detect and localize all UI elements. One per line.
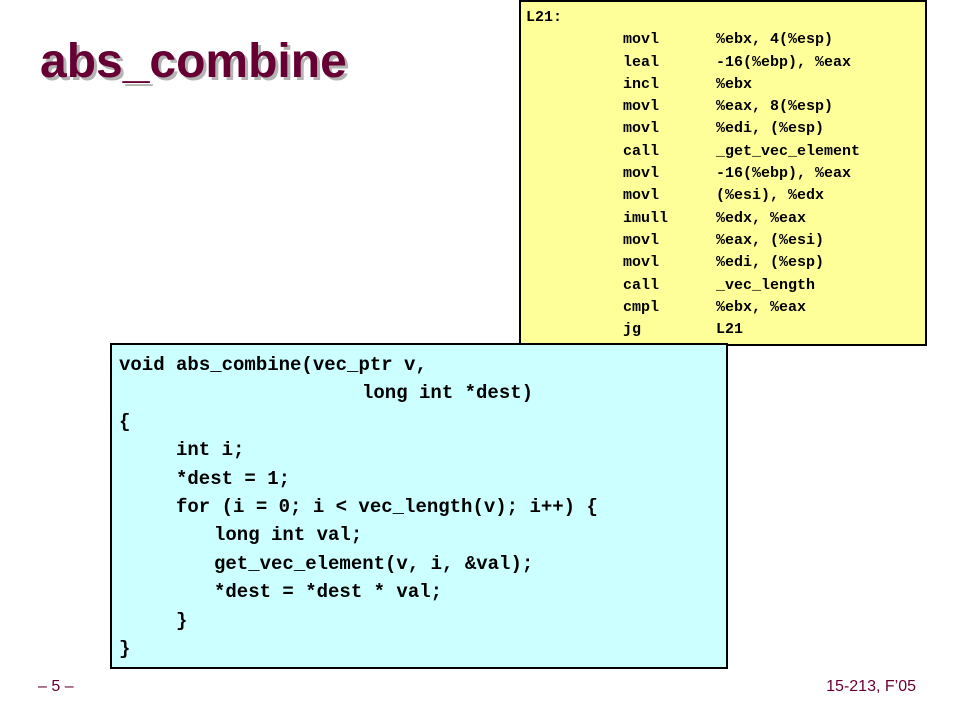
- c-code-text: get_vec_element(v, i, &val);: [214, 552, 534, 575]
- assembly-instruction-line: jg L21: [521, 319, 925, 341]
- assembly-opcode: jg: [623, 321, 642, 339]
- assembly-instruction-line: incl %ebx: [521, 74, 925, 96]
- assembly-opcode: movl: [623, 165, 660, 183]
- c-code-line: long int *dest): [112, 379, 726, 407]
- slide-title: abs_combine: [40, 35, 347, 88]
- c-code-line: long int val;: [112, 521, 726, 549]
- assembly-instruction-line: call _vec_length: [521, 275, 925, 297]
- assembly-opcode: movl: [623, 31, 660, 49]
- assembly-instruction-line: movl %eax, 8(%esp): [521, 96, 925, 118]
- c-code-line: get_vec_element(v, i, &val);: [112, 550, 726, 578]
- assembly-operands: %eax, (%esi): [716, 231, 825, 249]
- c-code-text: long int *dest): [362, 382, 534, 405]
- assembly-instruction-line: movl (%esi), %edx: [521, 185, 925, 207]
- c-code-line: {: [112, 408, 726, 436]
- assembly-instruction-line: movl %ebx, 4(%esp): [521, 29, 925, 51]
- c-code-text: {: [119, 410, 131, 433]
- assembly-opcode: imull: [623, 209, 669, 227]
- c-code-text: for (i = 0; i < vec_length(v); i++) {: [176, 495, 598, 518]
- assembly-instruction-line: imull %edx, %eax: [521, 208, 925, 230]
- c-code-line: for (i = 0; i < vec_length(v); i++) {: [112, 493, 726, 521]
- assembly-operands: (%esi), %edx: [716, 187, 825, 205]
- assembly-instruction-line: movl %edi, (%esp): [521, 118, 925, 140]
- c-code-line: void abs_combine(vec_ptr v,: [112, 351, 726, 379]
- assembly-opcode: leal: [623, 53, 660, 71]
- assembly-instruction-line: movl %edi, (%esp): [521, 252, 925, 274]
- assembly-instruction-line: movl %eax, (%esi): [521, 230, 925, 252]
- assembly-opcode: call: [623, 276, 660, 294]
- assembly-operands: _get_vec_element: [716, 142, 861, 160]
- c-code-line: }: [112, 607, 726, 635]
- assembly-opcode: movl: [623, 187, 660, 205]
- c-code-text: long int val;: [214, 524, 363, 547]
- c-code-text: *dest = *dest * val;: [214, 581, 443, 604]
- assembly-loop-label: L21:: [526, 9, 563, 26]
- c-code-text: *dest = 1;: [176, 467, 291, 490]
- assembly-opcode: movl: [623, 231, 660, 249]
- course-label: 15-213, F’05: [826, 678, 916, 695]
- assembly-code-box: L21: movl %ebx, 4(%esp) leal -16(%ebp), %ea…: [519, 0, 927, 346]
- assembly-instruction-line: leal -16(%ebp), %eax: [521, 52, 925, 74]
- assembly-opcode: cmpl: [623, 298, 660, 316]
- c-code-text: void abs_combine(vec_ptr v,: [119, 354, 427, 376]
- assembly-operands: %ebx: [716, 75, 753, 93]
- assembly-opcode: movl: [623, 254, 660, 272]
- assembly-label-line: L21:: [521, 7, 925, 29]
- assembly-operands: _vec_length: [716, 276, 816, 294]
- assembly-opcode: call: [623, 142, 660, 160]
- c-code-line: *dest = 1;: [112, 465, 726, 493]
- assembly-instruction-line: call _get_vec_element: [521, 141, 925, 163]
- assembly-opcode: movl: [623, 98, 660, 116]
- c-source-code-box: void abs_combine(vec_ptr v, long int *des…: [110, 343, 728, 669]
- c-code-text: }: [119, 637, 131, 660]
- assembly-operands: %edi, (%esp): [716, 120, 825, 138]
- assembly-opcode: incl: [623, 75, 660, 93]
- assembly-instruction-line: cmpl %ebx, %eax: [521, 297, 925, 319]
- assembly-operands: -16(%ebp), %eax: [716, 165, 852, 183]
- assembly-operands: %edi, (%esp): [716, 254, 825, 272]
- c-code-line: }: [112, 635, 726, 663]
- assembly-instruction-line: movl -16(%ebp), %eax: [521, 163, 925, 185]
- assembly-operands: -16(%ebp), %eax: [716, 53, 852, 71]
- assembly-operands: %ebx, 4(%esp): [716, 31, 834, 49]
- page-number: – 5 –: [38, 678, 74, 695]
- c-code-line: *dest = *dest * val;: [112, 578, 726, 606]
- c-code-text: int i;: [176, 439, 245, 462]
- assembly-opcode: movl: [623, 120, 660, 138]
- assembly-operands: L21: [716, 321, 744, 339]
- assembly-operands: %edx, %eax: [716, 209, 807, 227]
- assembly-operands: %eax, 8(%esp): [716, 98, 834, 116]
- c-code-line: int i;: [112, 436, 726, 464]
- c-code-text: }: [176, 609, 188, 632]
- assembly-operands: %ebx, %eax: [716, 298, 807, 316]
